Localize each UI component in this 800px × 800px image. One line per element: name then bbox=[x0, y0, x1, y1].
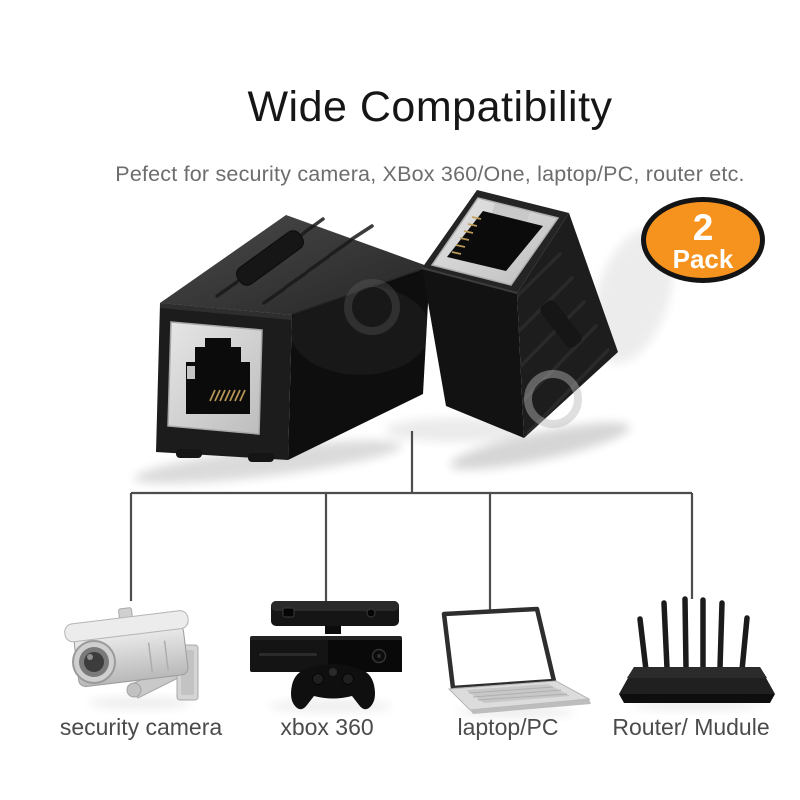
page-title: Wide Compatibility bbox=[247, 82, 613, 131]
xbox-console-icon bbox=[250, 601, 402, 712]
device-label-router-module: Router/ Mudule bbox=[612, 714, 770, 740]
embossed-logo bbox=[540, 300, 582, 348]
laptop-icon bbox=[441, 606, 591, 717]
gamepad-icon bbox=[291, 664, 375, 710]
router-antennas bbox=[637, 596, 750, 673]
device-label-xbox-360: xbox 360 bbox=[280, 714, 374, 740]
rj45-port bbox=[447, 211, 543, 271]
device-label-laptop-pc: laptop/PC bbox=[457, 714, 559, 740]
rj45-pins bbox=[451, 216, 482, 255]
pack-count-badge: 2 Pack bbox=[641, 197, 765, 283]
rj45-coupler-right bbox=[421, 190, 618, 438]
watermark-ring bbox=[524, 370, 582, 428]
rj45-pins bbox=[209, 389, 246, 402]
connector-lines bbox=[129, 431, 694, 611]
watermark-ring bbox=[344, 279, 400, 335]
badge-count-text: 2 bbox=[692, 206, 714, 248]
badge-unit-text: Pack bbox=[672, 243, 734, 274]
rj45-port bbox=[186, 338, 250, 414]
security-camera-icon bbox=[64, 607, 199, 709]
device-label-security-camera: security camera bbox=[59, 714, 223, 740]
rj45-coupler-left bbox=[156, 215, 431, 462]
page-subtitle: Pefect for security camera, XBox 360/One… bbox=[115, 161, 745, 186]
embossed-logo bbox=[236, 230, 304, 286]
router-icon bbox=[619, 596, 775, 710]
